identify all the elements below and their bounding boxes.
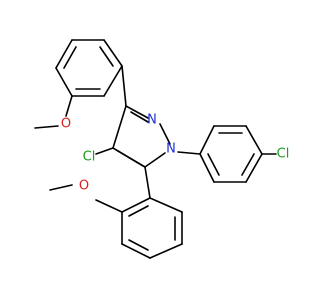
bond xyxy=(99,46,114,67)
bond xyxy=(121,197,151,213)
bond xyxy=(95,147,114,155)
bond xyxy=(149,243,183,259)
upper-methoxyphenyl-ring xyxy=(55,39,123,97)
atom-label-cl-pyrazole: Cl xyxy=(83,150,96,165)
pyrazole-ring xyxy=(112,65,171,168)
bond xyxy=(199,153,215,183)
bond xyxy=(103,65,123,97)
bond xyxy=(55,39,73,69)
bond xyxy=(144,152,166,168)
bond xyxy=(117,150,144,167)
bond xyxy=(95,199,123,213)
bond xyxy=(63,46,77,69)
chlorophenyl-ring xyxy=(177,125,277,183)
bond xyxy=(245,153,263,183)
bond xyxy=(144,166,151,199)
bond xyxy=(55,67,73,97)
bond xyxy=(49,184,73,191)
bond xyxy=(207,153,220,176)
bond xyxy=(128,239,149,251)
bond xyxy=(177,151,201,155)
bond xyxy=(125,105,149,119)
atom-label-n2: N xyxy=(147,113,157,128)
bond xyxy=(121,65,127,107)
bond xyxy=(199,125,215,155)
bond xyxy=(245,125,263,155)
bond xyxy=(130,111,149,123)
bond xyxy=(128,205,149,217)
bond xyxy=(103,39,123,67)
bond xyxy=(112,105,127,149)
lower-methoxyphenyl-ring xyxy=(121,166,183,259)
molecule-structure: N N Cl Cl O O xyxy=(34,39,290,259)
bond xyxy=(149,197,183,213)
bond xyxy=(121,243,151,259)
atom-label-o-upper: O xyxy=(61,117,71,132)
bond xyxy=(34,125,59,129)
bond xyxy=(241,153,255,176)
bond xyxy=(65,95,73,117)
atom-label-cl-phenyl: Cl xyxy=(277,147,290,162)
bond xyxy=(159,123,171,145)
atom-label-o-lower: O xyxy=(79,179,89,194)
atom-label-n1: N xyxy=(166,142,176,157)
